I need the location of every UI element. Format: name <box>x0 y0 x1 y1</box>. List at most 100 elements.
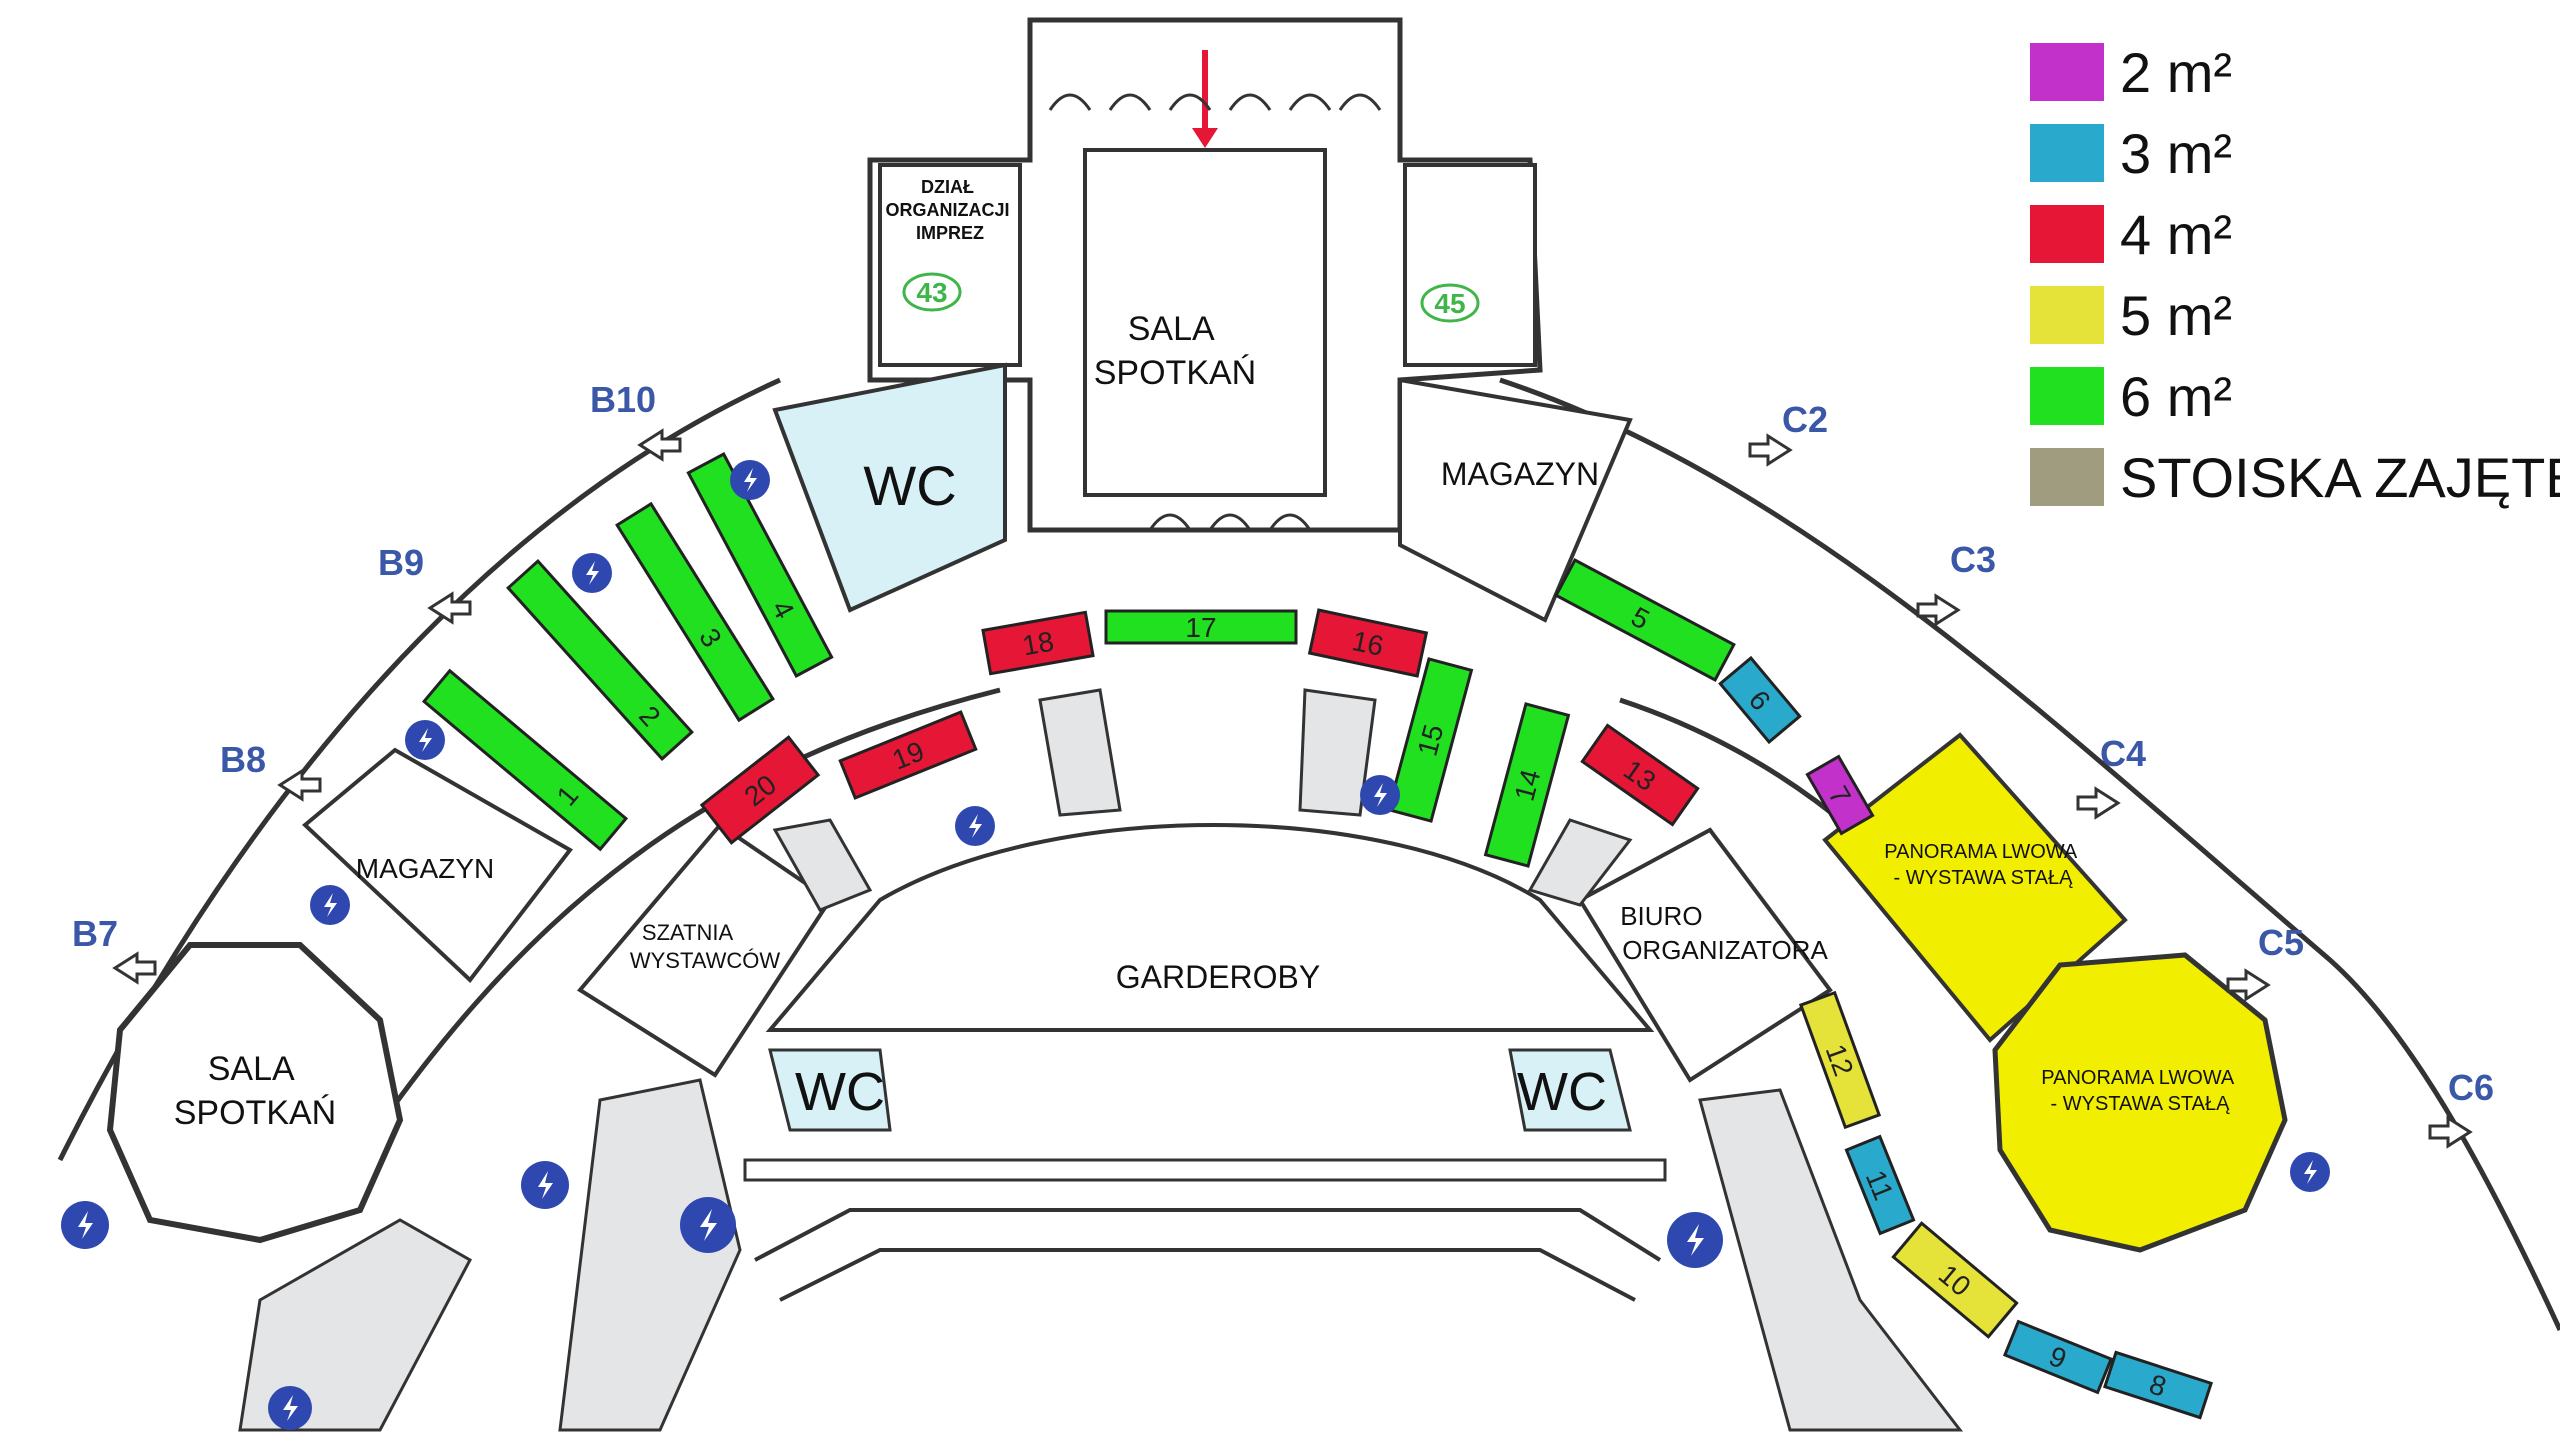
stair-block-2 <box>1298 688 1377 817</box>
exit-arrow-c2 <box>1748 433 1793 467</box>
wc-right-room: WC <box>1508 1048 1632 1132</box>
power-sockets <box>61 460 2330 1430</box>
wc-left-room: WC <box>768 1048 892 1132</box>
exit-arrow-b9 <box>427 591 472 625</box>
outer-wall-right <box>1499 377 2560 1332</box>
stair-block-1 <box>1038 688 1122 817</box>
exit-arrow-c3 <box>1916 593 1961 627</box>
legend-swatch-2m2 <box>2030 43 2104 101</box>
legend-row: 6 m² <box>2030 359 2550 433</box>
exit-b7[interactable]: B7 <box>72 913 118 954</box>
biuro-line-2: ORGANIZATORA <box>1622 935 1828 965</box>
exit-arrow-c5 <box>2226 968 2271 1002</box>
booth-7[interactable]: 7 <box>1805 754 1875 836</box>
booth-3[interactable]: 3 <box>615 501 775 723</box>
legend-row: 2 m² <box>2030 35 2550 109</box>
booth-17[interactable]: 17 <box>1104 609 1298 645</box>
exit-arrows <box>112 428 2473 1149</box>
wc-top-room: WC <box>772 362 1007 613</box>
booth-16[interactable]: 16 <box>1307 608 1429 678</box>
booth-11[interactable]: 11 <box>1844 1134 1916 1236</box>
booth-10[interactable]: 10 <box>1891 1221 2019 1339</box>
booth-17-number: 17 <box>1185 612 1216 643</box>
booth-2[interactable]: 2 <box>506 559 694 761</box>
power-socket-icon <box>310 885 350 925</box>
legend-swatch-4m2 <box>2030 205 2104 263</box>
stair-block-3 <box>772 818 873 912</box>
room-45-number: 45 <box>1434 288 1465 319</box>
power-socket-icon <box>680 1197 736 1253</box>
power-socket-icon <box>268 1386 312 1430</box>
booth-13[interactable]: 13 <box>1580 723 1700 827</box>
booths: 1 2 3 4 5 6 7 8 <box>421 452 2214 1420</box>
legend: 2 m² 3 m² 4 m² 5 m² 6 m² STOISKA ZAJĘTE <box>2030 35 2560 521</box>
booth-18-number: 18 <box>1020 626 1056 662</box>
stair-block-4 <box>1527 818 1633 907</box>
magazyn-right-label: MAGAZYN <box>1441 456 1599 492</box>
sala-center-line-2: SPOTKAŃ <box>1094 354 1256 392</box>
magazyn-right-room: MAGAZYN <box>1398 377 1633 623</box>
booth-19[interactable]: 19 <box>838 710 978 800</box>
legend-label: 5 m² <box>2120 283 2232 347</box>
booth-9[interactable]: 9 <box>2002 1319 2114 1395</box>
stair-block-7 <box>238 1218 473 1432</box>
szatnia-line-1: SZATNIA <box>642 920 734 945</box>
power-socket-icon <box>1667 1212 1723 1268</box>
legend-row: 5 m² <box>2030 278 2550 352</box>
entrance-doors <box>1048 93 1382 111</box>
legend-row: STOISKA ZAJĘTE <box>2030 440 2560 514</box>
power-socket-icon <box>61 1201 109 1249</box>
booth-16-number: 16 <box>1349 625 1386 662</box>
exit-c2[interactable]: C2 <box>1782 399 1828 440</box>
booth-20[interactable]: 20 <box>699 735 821 845</box>
exit-c3[interactable]: C3 <box>1950 539 1996 580</box>
wc-left-label: WC <box>795 1062 885 1122</box>
szatnia-label: SZATNIA WYSTAWCÓW <box>630 920 781 973</box>
booth-14[interactable]: 14 <box>1483 702 1571 868</box>
exit-b8[interactable]: B8 <box>220 739 266 780</box>
legend-label: 6 m² <box>2120 364 2232 428</box>
exit-c4[interactable]: C4 <box>2100 733 2146 774</box>
stage-steps <box>754 1208 1662 1262</box>
panorama-octagon-line-2: - WYSTAWA STAŁĄ <box>2051 1093 2231 1115</box>
exit-arrow-b7 <box>112 951 157 985</box>
dzial-label: DZIAŁ ORGANIZACJI IMPREZ <box>885 177 1014 243</box>
power-socket-icon <box>572 553 612 593</box>
exit-arrow-b8 <box>277 768 322 802</box>
power-socket-icon <box>521 1161 569 1209</box>
booth-4[interactable]: 4 <box>686 452 834 678</box>
power-socket-icon <box>955 806 995 846</box>
stair-blocks <box>238 688 1964 1432</box>
sala-center-line-1: SALA <box>1128 310 1215 348</box>
legend-label: STOISKA ZAJĘTE <box>2120 445 2560 509</box>
exit-b10[interactable]: B10 <box>590 379 656 420</box>
entrance-arrow-head <box>1192 128 1218 148</box>
booth-12[interactable]: 12 <box>1798 990 1882 1130</box>
room-43-number: 43 <box>916 277 947 308</box>
power-socket-icon <box>730 460 770 500</box>
legend-label: 2 m² <box>2120 40 2232 104</box>
power-socket-icon <box>1360 775 1400 815</box>
inner-wall-left <box>327 687 1001 1202</box>
dzial-line-1: DZIAŁ <box>921 177 974 197</box>
room-45-badge <box>1420 283 1480 323</box>
exit-c5[interactable]: C5 <box>2258 922 2304 963</box>
biuro-label: BIURO ORGANIZATORA <box>1620 901 1828 965</box>
booth-18[interactable]: 18 <box>981 610 1095 676</box>
exit-arrow-c4 <box>2076 786 2121 820</box>
booth-15[interactable]: 15 <box>1386 657 1474 823</box>
legend-label: 4 m² <box>2120 202 2232 266</box>
dzial-line-2: ORGANIZACJI <box>885 200 1009 220</box>
booth-5[interactable]: 5 <box>1554 558 1736 682</box>
legend-row: 4 m² <box>2030 197 2550 271</box>
booth-8[interactable]: 8 <box>2102 1350 2214 1420</box>
booth-6[interactable]: 6 <box>1718 655 1802 745</box>
booth-1[interactable]: 1 <box>421 668 629 852</box>
exit-arrow-b10 <box>637 428 682 462</box>
sala-center-label: SALA SPOTKAŃ <box>1094 310 1256 392</box>
exit-b9[interactable]: B9 <box>378 542 424 583</box>
legend-swatch-3m2 <box>2030 124 2104 182</box>
exit-c6[interactable]: C6 <box>2448 1067 2494 1108</box>
